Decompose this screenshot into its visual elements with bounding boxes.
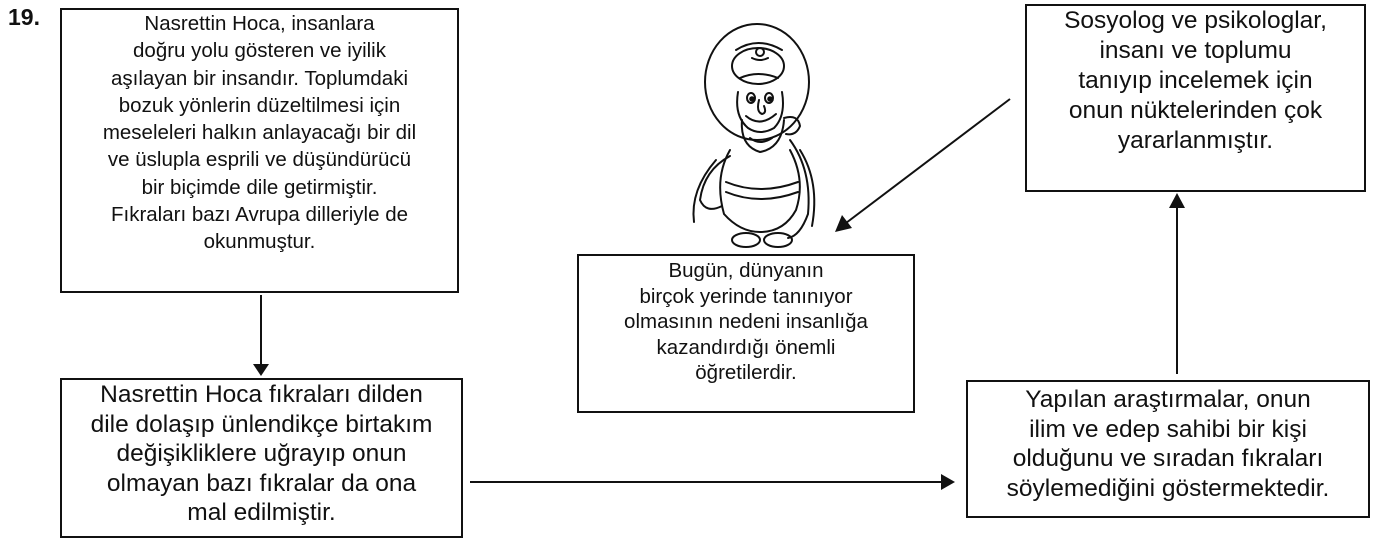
box-line: ilim ve edep sahibi bir kişi xyxy=(1029,415,1307,443)
box-line: Bugün, dünyanın xyxy=(668,259,824,282)
box-line: bir biçimde dile getirmiştir. xyxy=(141,175,378,199)
arrow-up-right xyxy=(1169,193,1185,374)
arrow-down-left xyxy=(253,295,269,376)
box-line: olmasının nedeni insanlığa xyxy=(624,310,868,333)
box-line: meseleleri halkın anlayacağı bir dil xyxy=(102,121,417,145)
box-line: insanı ve toplumu xyxy=(1099,37,1292,64)
box-line: Nasrettin Hoca, insanlara xyxy=(144,12,375,35)
box-top-right: Sosyolog ve psikologlar, insanı ve toplu… xyxy=(1025,4,1366,192)
box-line: öğretilerdir. xyxy=(695,361,797,384)
box-line: ve üslupla esprili ve düşündürücü xyxy=(107,148,412,172)
box-line: kazandırdığı önemli xyxy=(656,335,836,359)
question-number: 19. xyxy=(8,4,40,30)
box-bottom-left: Nasrettin Hoca fıkraları dilden dile dol… xyxy=(60,378,463,538)
box-line: bozuk yönlerin düzeltilmesi için xyxy=(118,93,401,117)
box-line: söylemediğini göstermektedir. xyxy=(1006,474,1330,502)
box-line: birçok yerinde tanınıyor xyxy=(639,284,853,308)
box-line: Sosyolog ve psikologlar, xyxy=(1064,7,1327,34)
box-line: olduğunu ve sıradan fıkraları xyxy=(1012,445,1324,472)
box-line: olmayan bazı fıkralar da ona xyxy=(106,469,417,497)
box-line: yararlanmıştır. xyxy=(1117,127,1274,154)
box-line: tanıyıp incelemek için xyxy=(1078,67,1313,94)
box-line: doğru yolu gösteren ve iyilik xyxy=(133,39,386,63)
nasreddin-hodja-illustration xyxy=(692,23,816,248)
arrow-right-bottom xyxy=(470,474,955,490)
box-line: mal edilmiştir. xyxy=(187,499,336,526)
box-bottom-right: Yapılan araştırmalar, onun ilim ve edep … xyxy=(966,380,1370,518)
box-line: Fıkraları bazı Avrupa dilleriyle de xyxy=(110,203,408,227)
box-line: aşılayan bir insandır. Toplumdaki xyxy=(110,66,409,90)
turban-outline xyxy=(704,23,810,141)
box-center: Bugün, dünyanın birçok yerinde tanınıyor… xyxy=(577,254,915,413)
box-line: Yapılan araştırmalar, onun xyxy=(1025,386,1311,413)
box-top-left: Nasrettin Hoca, insanlara doğru yolu gös… xyxy=(60,8,459,293)
box-line: değişikliklere uğrayıp onun xyxy=(116,440,407,467)
box-line: Nasrettin Hoca fıkraları dilden xyxy=(100,381,423,408)
box-line: dile dolaşıp ünlendikçe birtakım xyxy=(90,410,433,438)
box-line: okunmuştur. xyxy=(203,230,316,254)
arrow-diagonal-center xyxy=(835,98,1011,232)
box-line: onun nüktelerinden çok xyxy=(1068,97,1323,124)
